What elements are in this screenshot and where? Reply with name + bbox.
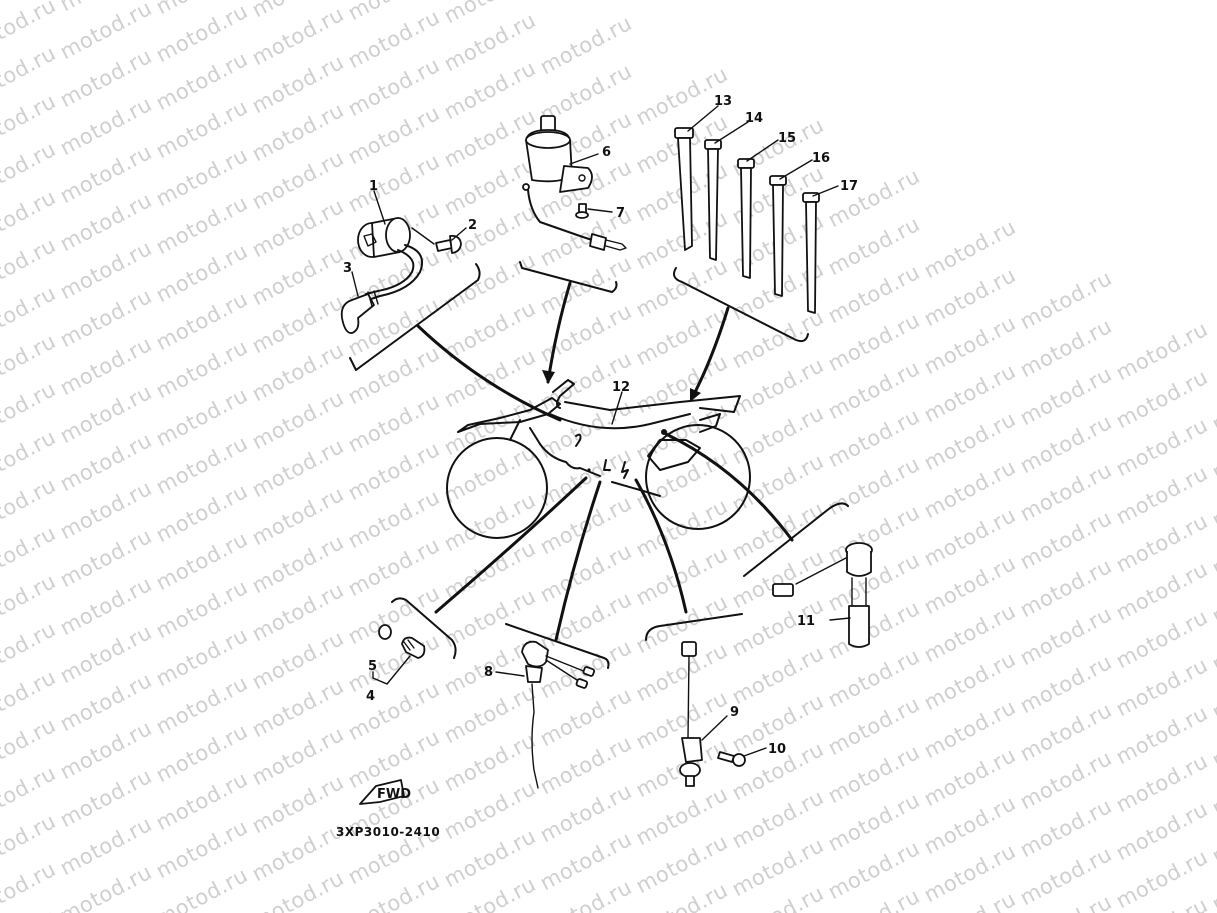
callout-3[interactable]: 3 — [343, 261, 352, 276]
lower-leaders — [434, 432, 794, 642]
cable-ties-group[interactable] — [673, 127, 820, 402]
callout-1[interactable]: 1 — [369, 179, 378, 194]
callout-8[interactable]: 8 — [484, 665, 493, 680]
callout-9[interactable]: 9 — [730, 705, 739, 720]
plug-group[interactable] — [372, 597, 457, 685]
callout-17[interactable]: 17 — [840, 179, 858, 194]
wire-harness-label-group[interactable] — [611, 391, 623, 425]
main-switch-group[interactable] — [519, 115, 627, 384]
fwd-label: FWD — [377, 787, 411, 802]
switch-9-group[interactable] — [645, 613, 746, 787]
callout-5[interactable]: 5 — [368, 659, 377, 674]
callout-4[interactable]: 4 — [366, 689, 375, 704]
callout-11[interactable]: 11 — [797, 614, 815, 629]
callout-14[interactable]: 14 — [745, 111, 763, 126]
motorcycle-outline — [446, 379, 751, 539]
callout-6[interactable]: 6 — [602, 145, 611, 160]
callout-10[interactable]: 10 — [768, 742, 786, 757]
fwd-arrow — [359, 779, 405, 805]
drawing-code: 3XP3010-2410 — [336, 825, 441, 839]
callout-2[interactable]: 2 — [468, 218, 477, 233]
callout-7[interactable]: 7 — [616, 206, 625, 221]
sensor-11-group[interactable] — [743, 502, 873, 648]
callout-13[interactable]: 13 — [714, 94, 732, 109]
switch-8-group[interactable] — [505, 623, 610, 789]
callout-leaders — [351, 105, 851, 757]
callout-15[interactable]: 15 — [778, 131, 796, 146]
ignition-coil-group[interactable] — [340, 217, 562, 422]
callout-12[interactable]: 12 — [612, 380, 630, 395]
callout-16[interactable]: 16 — [812, 151, 830, 166]
